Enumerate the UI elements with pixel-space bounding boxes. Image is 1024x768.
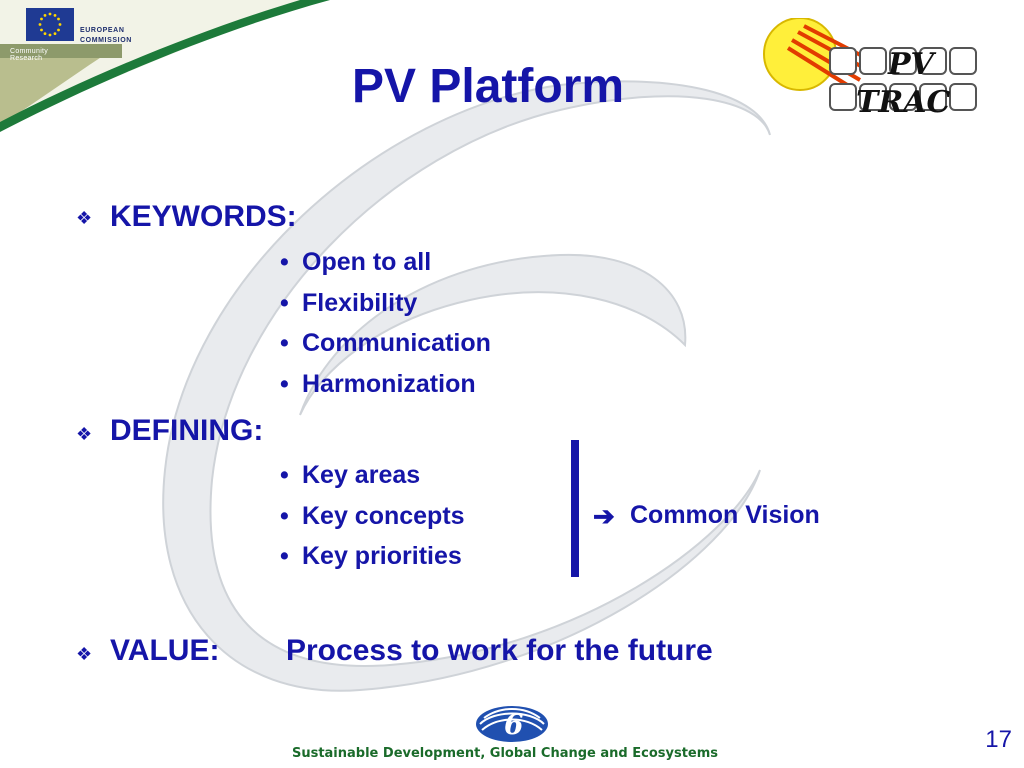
eu-flag-icon bbox=[26, 8, 74, 41]
list-item-label: Harmonization bbox=[302, 370, 476, 398]
list-item: • Key concepts bbox=[280, 501, 465, 531]
page-number: 17 bbox=[985, 726, 1012, 753]
bullet-diamond-icon: ❖ bbox=[76, 644, 93, 664]
logo-text-pv: PV bbox=[887, 47, 937, 82]
list-item: • Flexibility bbox=[280, 288, 417, 318]
pv-trac-logo: PV TRAC bbox=[763, 18, 977, 120]
page-title: PV Platform bbox=[352, 60, 625, 113]
bullet-dot: • bbox=[280, 370, 289, 398]
bullet-dot: • bbox=[280, 461, 289, 489]
section-label-defining: DEFINING: bbox=[110, 414, 264, 447]
list-item-label: Open to all bbox=[302, 248, 432, 276]
list-item-label: Flexibility bbox=[302, 289, 418, 317]
section-label-keywords: KEYWORDS: bbox=[110, 200, 297, 233]
list-item: • Key priorities bbox=[280, 541, 462, 571]
right-arrow-icon: ➔ bbox=[593, 501, 615, 531]
list-item: • Key areas bbox=[280, 460, 420, 490]
list-item-label: Key concepts bbox=[302, 502, 465, 530]
footer-text: Sustainable Development, Global Change a… bbox=[291, 746, 719, 761]
list-item-label: Key priorities bbox=[302, 542, 462, 570]
list-item: • Harmonization bbox=[280, 369, 476, 399]
value-text: Process to work for the future bbox=[286, 634, 713, 667]
eu-org-line2: COMMISSION bbox=[80, 37, 132, 44]
eu-tagline: Community Research bbox=[10, 48, 49, 62]
bullet-dot: • bbox=[280, 542, 289, 570]
logo-text-trac: TRAC bbox=[856, 85, 951, 120]
bracket-bar bbox=[571, 440, 579, 577]
bullet-dot: • bbox=[280, 329, 289, 357]
bullet-dot: • bbox=[280, 248, 289, 276]
fp6-logo: 6 bbox=[476, 706, 548, 742]
bullet-dot: • bbox=[280, 502, 289, 530]
list-item: • Open to all bbox=[280, 247, 431, 277]
bullet-dot: • bbox=[280, 289, 289, 317]
fp6-logo-text: 6 bbox=[504, 708, 523, 741]
eu-org-line1: EUROPEAN bbox=[80, 27, 125, 34]
list-item: • Communication bbox=[280, 328, 491, 358]
list-item-label: Communication bbox=[302, 329, 491, 357]
common-vision-text: Common Vision bbox=[630, 501, 820, 529]
bullet-diamond-icon: ❖ bbox=[76, 424, 93, 444]
list-item-label: Key areas bbox=[302, 461, 421, 489]
section-label-value: VALUE: bbox=[110, 634, 220, 667]
bullet-diamond-icon: ❖ bbox=[76, 208, 93, 228]
